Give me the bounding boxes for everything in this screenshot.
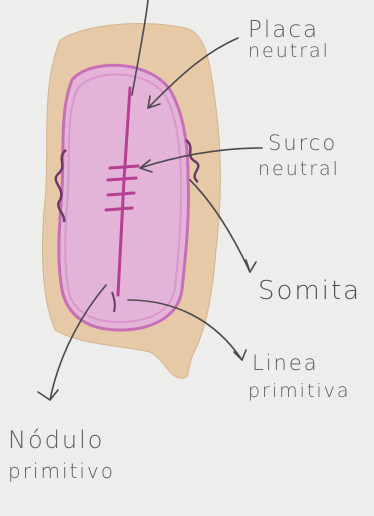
- label-placa-line1: Placa: [248, 18, 330, 42]
- label-surco-neutral: Surco neutral: [268, 132, 340, 180]
- label-linea-primitiva: Linea primitiva: [252, 352, 351, 402]
- label-placa-line2: neutral: [248, 42, 330, 62]
- label-placa-neutral: Placa neutral: [248, 18, 330, 62]
- label-linea-line1: Linea: [252, 352, 351, 374]
- label-nodulo-line2: primitivo: [8, 461, 115, 482]
- label-linea-line2: primitiva: [248, 382, 351, 402]
- label-nodulo-line1: Nódulo: [8, 428, 115, 453]
- label-surco-line1: Surco: [268, 132, 340, 154]
- label-surco-line2: neutral: [258, 160, 340, 180]
- label-somita: Somita: [258, 278, 361, 305]
- label-somita-line1: Somita: [258, 278, 361, 305]
- label-nodulo-primitivo: Nódulo primitivo: [8, 428, 115, 482]
